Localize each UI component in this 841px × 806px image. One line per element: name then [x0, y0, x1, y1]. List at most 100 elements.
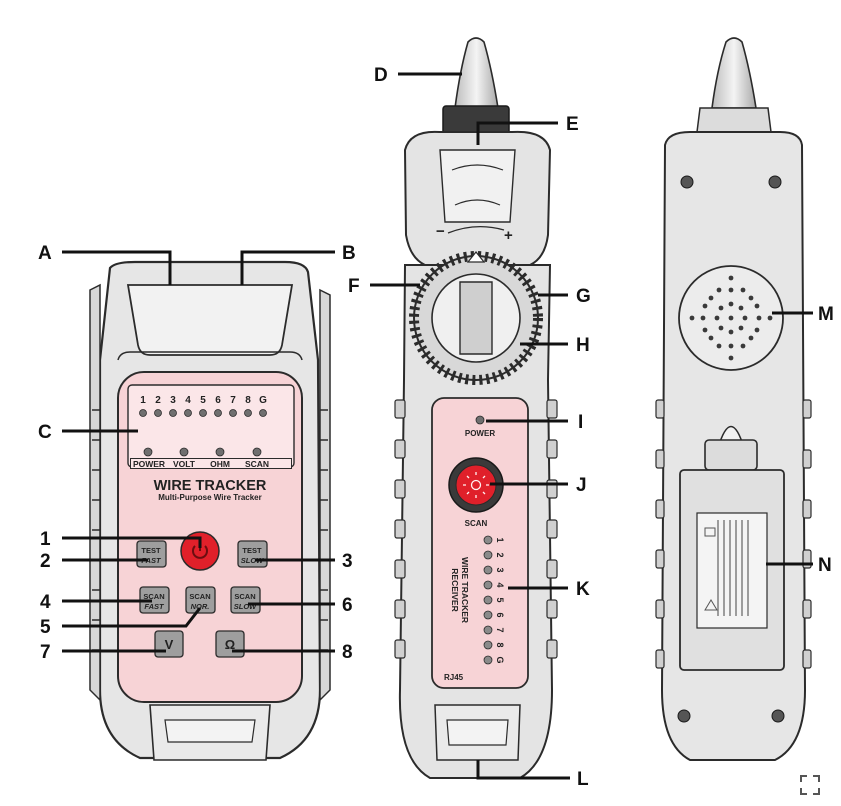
sun-icon	[463, 472, 489, 498]
test-slow-label: TEST	[242, 546, 262, 555]
rx-led-label: 5	[495, 597, 505, 602]
test-fast-button[interactable]: TEST FAST	[136, 540, 167, 568]
rx-led	[483, 535, 493, 545]
test-fast-label: TEST	[141, 546, 161, 555]
receiver-vertical-subtitle: RECEIVER	[450, 568, 460, 611]
receiver-power-label: POWER	[465, 429, 495, 438]
scan-fast-sublabel: FAST	[144, 602, 165, 611]
callout-f: F	[348, 276, 360, 297]
ohm-label: Ω	[225, 637, 235, 652]
status-label-scan: SCAN	[245, 459, 269, 469]
scan-slow-label: SCAN	[234, 592, 255, 601]
status-label-ohm: OHM	[210, 459, 230, 469]
tx-led-label: G	[259, 395, 267, 406]
rx-led	[483, 610, 493, 620]
volume-minus-label: −	[436, 223, 445, 240]
callout-m: M	[818, 304, 834, 325]
rx-led-label: 8	[495, 642, 505, 647]
volume-plus-label: +	[504, 227, 513, 244]
tx-led	[214, 409, 222, 417]
transmitter-status-row: POWER VOLT OHM SCAN	[130, 447, 292, 469]
volume-arc	[447, 226, 505, 234]
tx-led-label: 2	[155, 395, 161, 406]
tx-led-label: 7	[230, 395, 236, 406]
scan-button[interactable]	[448, 457, 504, 513]
power-led	[475, 415, 485, 425]
callout-6: 6	[342, 595, 353, 616]
callout-l: L	[577, 769, 589, 790]
callout-a: A	[38, 243, 52, 264]
ohm-button[interactable]: Ω	[215, 630, 245, 658]
tx-led	[139, 409, 147, 417]
callout-lines	[62, 72, 813, 780]
device-title: WIRE TRACKER	[154, 478, 267, 494]
volt-button[interactable]: V	[154, 630, 184, 658]
scan-nor-sublabel: NOR.	[191, 602, 210, 611]
tx-led	[259, 409, 267, 417]
callout-g: G	[576, 286, 591, 307]
volt-label: V	[165, 637, 174, 652]
status-label-volt: VOLT	[173, 459, 196, 469]
tx-led	[169, 409, 177, 417]
receiver-device	[394, 37, 558, 779]
tx-led	[229, 409, 237, 417]
rj45-label: RJ45	[444, 673, 464, 682]
rx-led-label: 3	[495, 567, 505, 572]
test-fast-sublabel: FAST	[141, 556, 162, 565]
rx-led	[483, 640, 493, 650]
scan-slow-button[interactable]: SCAN SLOW	[230, 586, 261, 614]
transmitter-led-row: 1 2 3 4 5 6 7 8 G	[139, 395, 267, 417]
callout-8: 8	[342, 642, 353, 663]
receiver-scan-label: SCAN	[465, 519, 488, 528]
callout-j: J	[576, 475, 587, 496]
callout-3: 3	[342, 551, 353, 572]
receiver-vertical-title: WIRE TRACKER	[460, 557, 470, 623]
status-led	[252, 447, 262, 457]
rx-led	[483, 550, 493, 560]
callout-i: I	[578, 412, 583, 433]
tx-led-label: 6	[215, 395, 221, 406]
tx-led	[184, 409, 192, 417]
status-led	[215, 447, 225, 457]
status-label-power: POWER	[133, 459, 165, 469]
receiver-led-column: 1 2 3 4 5 6 7 8 G	[483, 535, 505, 665]
callout-4: 4	[40, 592, 51, 613]
tx-led-label: 8	[245, 395, 251, 406]
callout-b: B	[342, 243, 356, 264]
status-led	[179, 447, 189, 457]
back-view-device	[655, 37, 812, 761]
scan-fast-label: SCAN	[143, 592, 164, 601]
rx-led-label: 2	[495, 552, 505, 557]
rx-led-label: 6	[495, 612, 505, 617]
callout-n: N	[818, 555, 832, 576]
receiver-power-indicator: POWER	[465, 415, 495, 438]
callout-1: 1	[40, 529, 51, 550]
rx-led	[483, 625, 493, 635]
rx-led	[483, 655, 493, 665]
rx-led	[483, 565, 493, 575]
device-subtitle: Multi-Purpose Wire Tracker	[158, 493, 262, 502]
scan-slow-sublabel: SLOW	[234, 602, 257, 611]
callout-d: D	[374, 65, 388, 86]
callout-c: C	[38, 422, 52, 443]
rx-led-label: G	[495, 656, 505, 663]
rx-led	[483, 595, 493, 605]
rx-led-label: 4	[495, 582, 505, 587]
tx-led-label: 5	[200, 395, 206, 406]
rx-led	[483, 580, 493, 590]
callout-e: E	[566, 114, 579, 135]
callout-7: 7	[40, 642, 51, 663]
tx-led-label: 3	[170, 395, 176, 406]
tx-led	[154, 409, 162, 417]
callout-k: K	[576, 579, 590, 600]
expand-icon[interactable]	[799, 774, 821, 796]
tx-led-label: 4	[185, 395, 191, 406]
callout-h: H	[576, 335, 590, 356]
scan-nor-button[interactable]: SCAN NOR.	[185, 586, 216, 614]
tx-led	[199, 409, 207, 417]
callout-5: 5	[40, 617, 51, 638]
test-slow-button[interactable]: TEST SLOW	[237, 540, 268, 568]
test-slow-sublabel: SLOW	[241, 556, 264, 565]
rx-led-label: 7	[495, 627, 505, 632]
tx-led-label: 1	[140, 395, 146, 406]
